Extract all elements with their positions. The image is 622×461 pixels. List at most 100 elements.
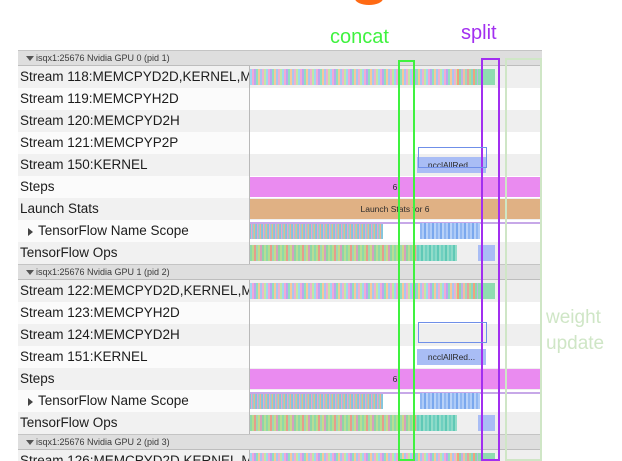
trace-row-track[interactable] [249,110,542,132]
trace-row[interactable]: Steps 6 [18,176,542,198]
trace-row[interactable]: Stream 121:MEMCPYP2P [18,132,542,154]
nccl-block-label: ncclAllRed... [427,352,476,362]
trace-row-track[interactable]: Launch Stats for 6 [249,198,542,220]
annotation-weight-line2: update [546,333,605,354]
memcpy-activity-strip [457,283,478,299]
trace-row-track[interactable]: ncclAllRed... [249,154,542,176]
name-scope-strip-right [420,393,480,409]
trace-row[interactable]: Stream 126:MEMCPYD2D,KERNEL,MI [18,450,542,461]
kernel-activity-strip [250,69,457,85]
tf-ops-concat-block [478,245,495,261]
trace-row-track[interactable] [249,324,542,346]
trace-row-label[interactable]: Stream 124:MEMCPYD2H [18,324,249,346]
kernel-activity-strip [250,283,457,299]
trace-row-label-text: Stream 151:KERNEL [20,349,148,364]
trace-row[interactable]: Stream 119:MEMCPYH2D [18,88,542,110]
trace-group-header[interactable]: isqx1:25676 Nvidia GPU 1 (pid 2) [18,264,542,280]
trace-row[interactable]: Steps 6 [18,368,542,390]
trace-row-track[interactable] [249,88,542,110]
trace-group-header[interactable]: isqx1:25676 Nvidia GPU 0 (pid 1) [18,50,542,66]
trace-row[interactable]: TensorFlow Ops [18,412,542,434]
name-scope-span-line [250,392,540,394]
tf-ops-strip [250,245,445,261]
trace-row-label-text: TensorFlow Name Scope [38,223,189,238]
memcpy-activity-strip [457,69,478,85]
trace-row[interactable]: TensorFlow Name Scope [18,390,542,412]
trace-row-label-text: TensorFlow Ops [20,245,118,260]
trace-row-label-text: Stream 150:KERNEL [20,157,148,172]
trace-row-label[interactable]: Stream 122:MEMCPYD2D,KERNEL,MI [18,280,249,302]
trace-row-label[interactable]: TensorFlow Ops [18,412,249,434]
trace-row-label-text: TensorFlow Ops [20,415,118,430]
trace-row-track[interactable] [249,242,542,264]
trace-row-label[interactable]: TensorFlow Name Scope [18,390,249,412]
trace-row-track[interactable]: 6 [249,176,542,198]
trace-row[interactable]: Stream 151:KERNEL ncclAllRed... [18,346,542,368]
trace-row-label[interactable]: Stream 120:MEMCPYD2H [18,110,249,132]
trace-row[interactable]: Stream 123:MEMCPYH2D [18,302,542,324]
concat-block [478,453,495,461]
orange-marker-icon [355,0,383,5]
trace-row[interactable]: Stream 124:MEMCPYD2H [18,324,542,346]
trace-row[interactable]: Stream 118:MEMCPYD2D,KERNEL,ME [18,66,542,88]
trace-group-header-label: isqx1:25676 Nvidia GPU 0 (pid 1) [36,53,170,63]
launch-stats-bar [250,199,540,219]
trace-row-label-text: Steps [20,371,55,386]
kernel-activity-strip [250,453,457,461]
trace-row-label-text: Stream 120:MEMCPYD2H [20,113,180,128]
trace-row-track[interactable]: ncclAllRed... [249,346,542,368]
trace-row-label[interactable]: Steps [18,368,249,390]
trace-row-label-text: TensorFlow Name Scope [38,393,189,408]
trace-row-label[interactable]: Stream 126:MEMCPYD2D,KERNEL,MI [18,450,249,461]
trace-row-label[interactable]: Stream 121:MEMCPYP2P [18,132,249,154]
chevron-down-icon[interactable] [26,56,34,61]
trace-timeline-panel[interactable]: isqx1:25676 Nvidia GPU 0 (pid 1) Stream 1… [18,50,542,461]
trace-row-track[interactable]: 6 [249,368,542,390]
nccl-block-label: ncclAllRed... [427,160,476,170]
step-bar [250,369,540,389]
trace-row-track[interactable] [249,390,542,412]
trace-row-track[interactable] [249,450,542,461]
trace-row-track[interactable] [249,132,542,154]
trace-group-header-label: isqx1:25676 Nvidia GPU 2 (pid 3) [36,437,170,447]
trace-row[interactable]: Stream 120:MEMCPYD2H [18,110,542,132]
chevron-right-icon[interactable] [28,398,33,406]
tf-ops-strip [250,415,445,431]
trace-row-label[interactable]: TensorFlow Ops [18,242,249,264]
step-bar-label: 6 [392,182,398,192]
trace-row-label[interactable]: Launch Stats [18,198,249,220]
tf-ops-concat-block [478,415,495,431]
trace-row-track[interactable] [249,220,542,242]
tf-ops-nccl-strip [417,415,457,431]
name-scope-span-line [250,222,540,224]
trace-row-label[interactable]: Stream 118:MEMCPYD2D,KERNEL,ME [18,66,249,88]
trace-row-label[interactable]: Stream 123:MEMCPYH2D [18,302,249,324]
trace-row[interactable]: Stream 150:KERNEL ncclAllRed... [18,154,542,176]
trace-row[interactable]: Launch Stats Launch Stats for 6 [18,198,542,220]
trace-row[interactable]: TensorFlow Name Scope [18,220,542,242]
trace-row-track[interactable] [249,280,542,302]
annotation-weight-line1: weight [546,307,601,328]
trace-row-label-text: Launch Stats [20,201,99,216]
chevron-down-icon[interactable] [26,440,34,445]
trace-row-label-text: Stream 126:MEMCPYD2D,KERNEL,MI [20,453,249,461]
annotation-split: split [461,22,497,44]
trace-row[interactable]: TensorFlow Ops [18,242,542,264]
trace-row-label[interactable]: TensorFlow Name Scope [18,220,249,242]
trace-row-label[interactable]: Stream 119:MEMCPYH2D [18,88,249,110]
trace-row-track[interactable] [249,412,542,434]
chevron-right-icon[interactable] [28,228,33,236]
concat-block [478,283,495,299]
trace-group-header[interactable]: isqx1:25676 Nvidia GPU 2 (pid 3) [18,434,542,450]
trace-row-label-text: Stream 118:MEMCPYD2D,KERNEL,ME [20,69,249,84]
chevron-down-icon[interactable] [26,270,34,275]
name-scope-strip [250,223,383,239]
trace-row-track[interactable] [249,302,542,324]
trace-row-label[interactable]: Steps [18,176,249,198]
trace-row[interactable]: Stream 122:MEMCPYD2D,KERNEL,MI [18,280,542,302]
trace-row-label[interactable]: Stream 150:KERNEL [18,154,249,176]
trace-row-label[interactable]: Stream 151:KERNEL [18,346,249,368]
trace-row-track[interactable] [249,66,542,88]
annotation-concat: concat [330,26,389,48]
